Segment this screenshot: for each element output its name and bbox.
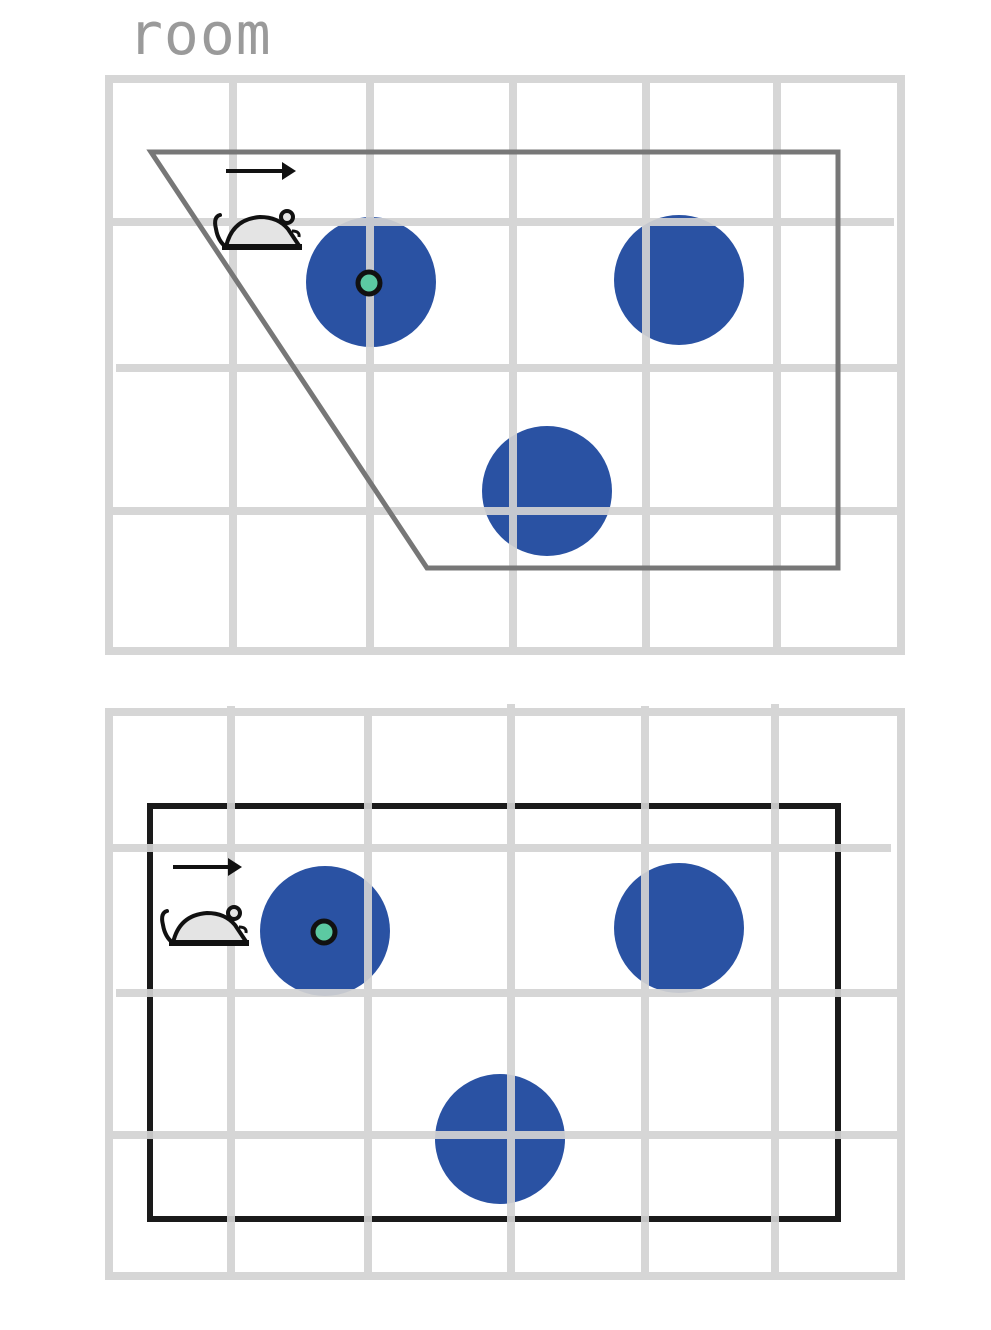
marker-dot-icon bbox=[355, 269, 383, 297]
mouse-icon bbox=[160, 905, 249, 946]
landmark-2 bbox=[614, 215, 744, 345]
landmark-3 bbox=[482, 426, 612, 556]
room-outline-bottom bbox=[147, 803, 841, 1222]
landmarks-bottom bbox=[260, 863, 744, 1204]
grid-top bbox=[105, 75, 905, 655]
arrow-right-icon bbox=[173, 858, 242, 876]
arrow-right-icon bbox=[226, 162, 296, 180]
panel-top bbox=[105, 75, 905, 655]
panel-bottom bbox=[105, 704, 905, 1280]
mouse-icon bbox=[213, 209, 302, 250]
grid-border bbox=[105, 708, 905, 1280]
grid-border bbox=[105, 75, 905, 655]
marker-dot-icon bbox=[310, 918, 338, 946]
landmark-2 bbox=[614, 863, 744, 993]
grid-bottom bbox=[105, 704, 905, 1280]
diagram-title: room bbox=[128, 0, 272, 68]
room-outline-top bbox=[146, 149, 841, 571]
